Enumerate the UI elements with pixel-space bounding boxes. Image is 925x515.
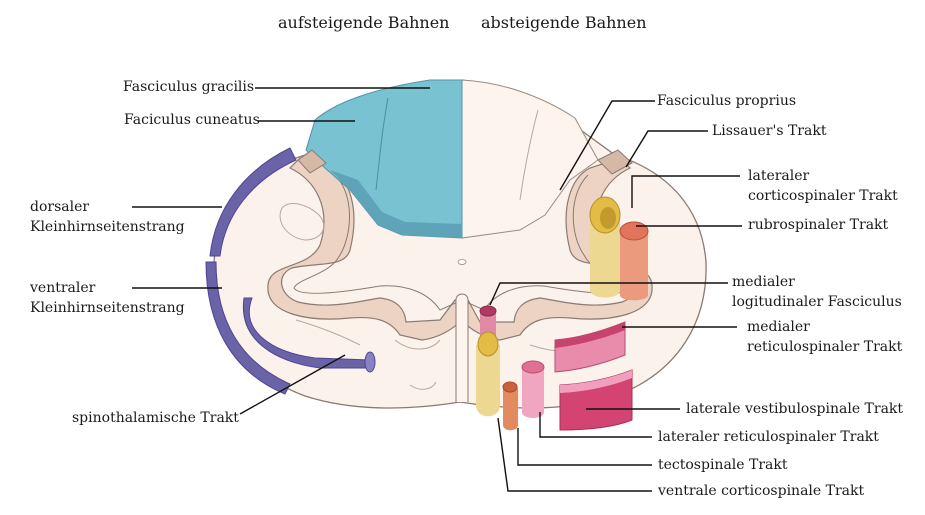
lateral-reticulospinal-tract-top	[521, 360, 545, 374]
lateral-vestibulospinal-tract-top	[560, 370, 632, 393]
label-med-long-line1: medialer	[732, 274, 795, 290]
label-med-reticulo-line2: reticulospinaler Trakt	[747, 339, 903, 355]
label-lat-cortico-line1: lateraler	[748, 168, 810, 184]
lissauer-tract-left	[297, 149, 327, 174]
tectospinal-tract-top	[502, 381, 518, 393]
rubrospinal-tract-top	[619, 221, 649, 241]
lateral-reticulospinal-tract	[522, 368, 544, 418]
lateral-corticospinal-tract-inner	[600, 207, 616, 229]
ventral-corticospinal-tract	[476, 345, 500, 417]
header-descending: absteigende Bahnen	[481, 13, 647, 32]
label-lat-reticulo: lateraler reticulospinaler Trakt	[658, 429, 879, 445]
label-dorsaler-line1: dorsaler	[30, 199, 90, 215]
dorsal-spinocerebellar-tract	[209, 147, 297, 257]
label-faciculus-cuneatus: Faciculus cuneatus	[124, 112, 260, 128]
label-fasciculus-gracilis: Fasciculus gracilis	[123, 79, 255, 95]
lateral-corticospinal-tract	[590, 215, 620, 298]
label-med-reticulo-line1: medialer	[747, 319, 810, 335]
label-ventral-cortico: ventrale corticospinale Trakt	[658, 483, 865, 499]
label-fasciculus-proprius: Fasciculus proprius	[657, 93, 797, 109]
ventral-fissure	[455, 293, 469, 402]
fissure-4	[409, 381, 437, 390]
medial-reticulospinal-tract-top	[555, 322, 625, 348]
label-lissauer: Lissauer's Trakt	[712, 123, 827, 139]
label-lat-cortico-line2: corticospinaler Trakt	[748, 188, 898, 204]
label-tectospinal: tectospinale Trakt	[658, 457, 788, 473]
fissure-3	[394, 339, 441, 350]
fissure-1	[279, 202, 325, 241]
spinothalamic-tract	[242, 297, 371, 369]
header-ascending: aufsteigende Bahnen	[278, 13, 450, 32]
medial-longitudinal-fasciculus-top	[479, 305, 497, 317]
dorsal-column-left-base	[330, 170, 462, 238]
leader-lines	[132, 87, 742, 492]
label-med-long-line2: logitudinaler Fasciculus	[732, 294, 902, 310]
label-dorsaler-line2: Kleinhirnseitenstrang	[30, 219, 185, 235]
label-lat-vestibulo: laterale vestibulospinale Trakt	[686, 401, 904, 417]
label-rubrospinal: rubrospinaler Trakt	[748, 217, 889, 233]
rubrospinal-tract	[620, 233, 648, 301]
ventral-spinocerebellar-tract	[205, 261, 291, 395]
label-spinothalamische: spinothalamische Trakt	[72, 410, 239, 426]
dorsal-column-seam	[375, 97, 389, 191]
ventral-corticospinal-tract-top	[477, 331, 499, 357]
lissauer-tract-right	[597, 149, 633, 175]
fissure-2	[295, 319, 361, 346]
central-canal	[457, 259, 467, 265]
dorsal-column-right	[461, 79, 599, 239]
label-ventraler-line2: Kleinhirnseitenstrang	[30, 300, 185, 316]
dorsal-column-right-seam	[519, 109, 539, 201]
tectospinal-tract	[503, 388, 518, 431]
spinothalamic-tract-end	[364, 351, 376, 373]
label-ventraler-line1: ventraler	[30, 280, 96, 296]
